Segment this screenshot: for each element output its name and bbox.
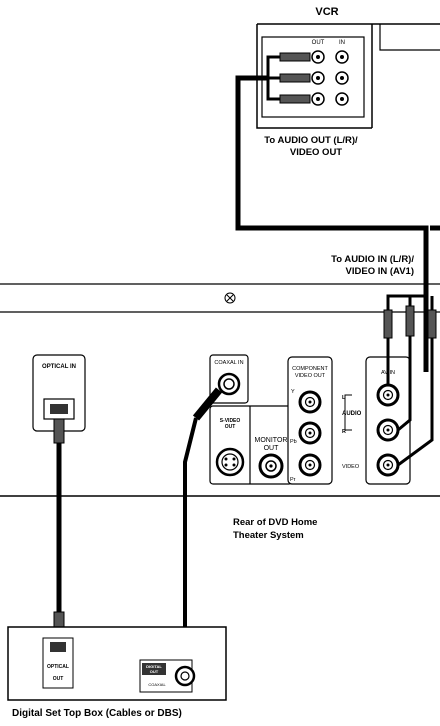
vcr-in-label: IN [339, 40, 345, 46]
vcr-title: VCR [315, 6, 338, 18]
av-in-cable-plugs [383, 294, 437, 467]
dvd-rear-panel [0, 283, 440, 497]
video-in-label: VIDEO [342, 464, 360, 470]
vcr-cable-plugs [266, 52, 311, 104]
optical-in-label: OPTICAL IN [42, 364, 76, 370]
component-label-line2: VIDEO OUT [295, 373, 326, 379]
component-label-line1: COMPONENT [292, 366, 328, 372]
digital-out-label-line1: DIGITAL [146, 664, 162, 669]
optical-in-port [32, 354, 86, 432]
monitor-out-label-line2: OUT [264, 445, 280, 452]
svideo-label-line1: S-VIDEO [220, 418, 241, 424]
set-top-box-title: Digital Set Top Box (Cables or DBS) [12, 708, 182, 719]
component-y-label: Y [291, 389, 295, 395]
audio-label: AUDIO [342, 411, 362, 417]
coaxial-out-label: COAXIAL [148, 682, 166, 687]
svideo-label-line2: OUT [225, 424, 236, 430]
audio-r-label: R [342, 429, 346, 435]
av-in-caption-line2: VIDEO IN (AV1) [346, 266, 414, 277]
av-in-caption-line1: To AUDIO IN (L/R)/ [331, 254, 414, 265]
vcr-caption-line1: To AUDIO OUT (L/R)/ [264, 135, 358, 146]
vcr-caption-line2: VIDEO OUT [290, 147, 342, 158]
monitor-out-jack [258, 453, 284, 479]
coaxial-in-label: COAXAL IN [214, 360, 243, 366]
vcr-out-label: OUT [312, 40, 325, 46]
dvd-caption-line1: Rear of DVD Home [233, 517, 317, 528]
component-pr-label: Pr [290, 477, 296, 483]
panel-screw-icon [224, 292, 236, 304]
av-in-block [344, 356, 411, 485]
component-pb-label: Pb [290, 439, 297, 445]
dvd-caption-line2: Theater System [233, 530, 304, 541]
audio-l-label: L [342, 395, 346, 401]
optical-out-label-line2: OUT [53, 676, 64, 682]
monitor-out-label-line1: MONITOR [255, 437, 288, 444]
vcr-in-jacks [335, 50, 349, 106]
digital-out-label-line2: OUT [150, 669, 159, 674]
optical-cable [53, 418, 65, 643]
component-video-out-block [287, 356, 333, 485]
vcr-to-av-cable [235, 75, 429, 372]
svideo-out-jack [215, 447, 245, 477]
optical-out-label-line1: OPTICAL [47, 664, 69, 670]
set-top-box [7, 626, 227, 701]
vcr-out-jacks [311, 50, 325, 106]
